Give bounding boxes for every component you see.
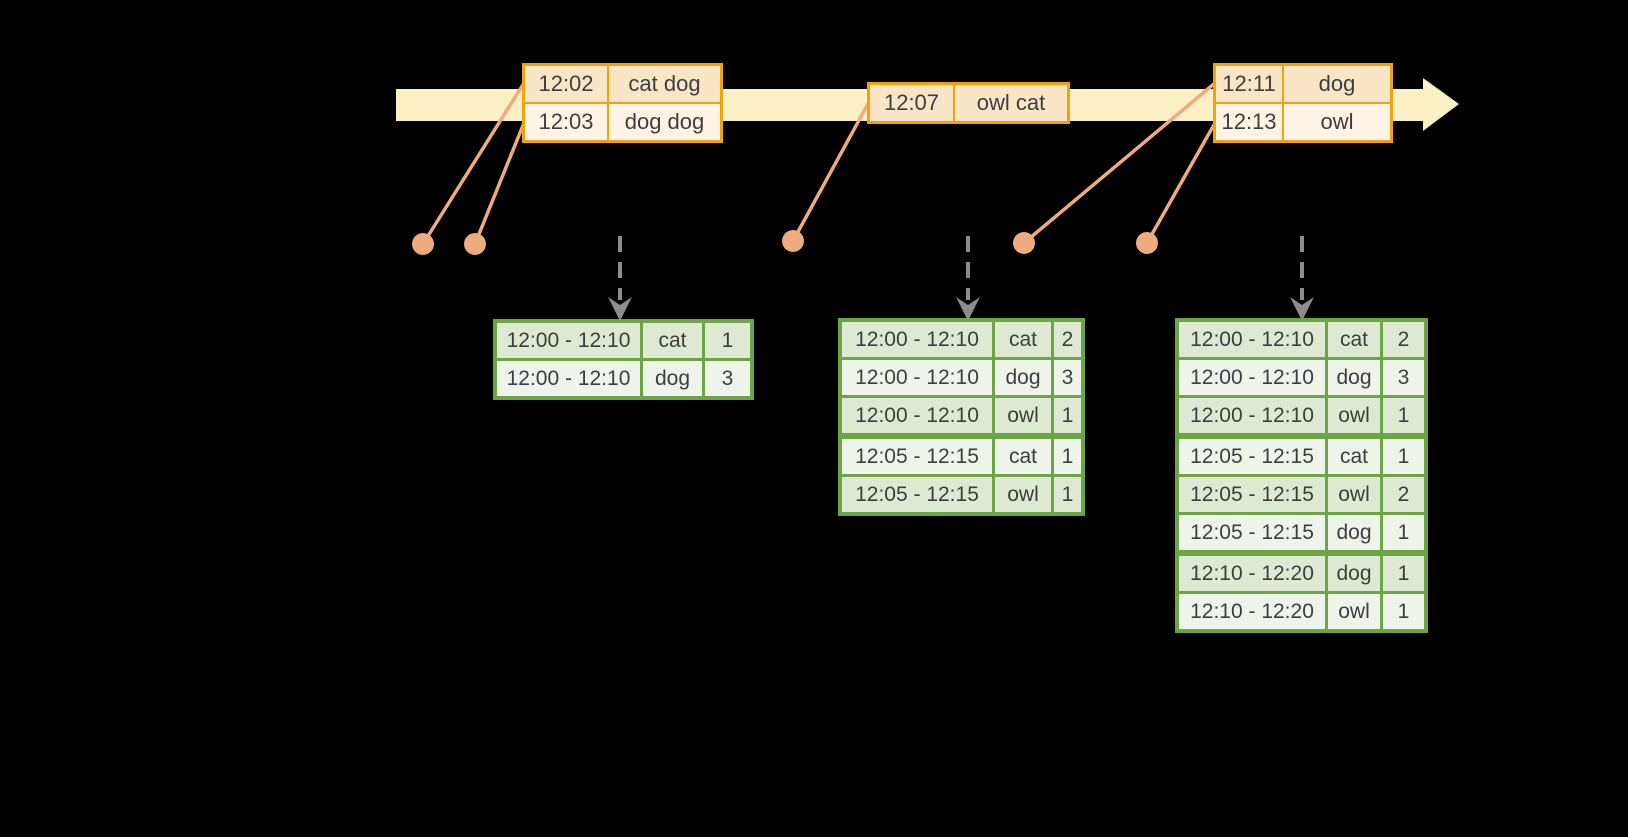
result-window-cell: 12:00 - 12:10 [506, 366, 631, 390]
event-row: 12:07 owl cat [870, 85, 1067, 121]
trigger-arrow-heads [608, 297, 1314, 321]
event-dot-1203 [464, 233, 486, 255]
result-word-cell: dog [1325, 556, 1380, 591]
event-words-cell: owl [1282, 104, 1390, 140]
event-time-cell: 12:13 [1221, 109, 1277, 134]
result-count-cell: 1 [1380, 594, 1424, 629]
connector-line-1202 [421, 82, 526, 245]
result-count-cell: 1 [1051, 398, 1081, 433]
result-window-cell: 12:00 - 12:10 [1190, 365, 1314, 389]
trigger-arrowhead-icon-3 [1290, 297, 1314, 321]
result-window-cell: 12:05 - 12:15 [1190, 444, 1314, 468]
result-count-cell: 2 [1380, 477, 1424, 512]
result-word-cell: dog [1325, 360, 1380, 395]
result-window-cell: 12:05 - 12:15 [855, 444, 979, 468]
event-dot-1213 [1136, 232, 1158, 254]
result-window-cell: 12:00 - 12:10 [1190, 327, 1314, 351]
result-window-cell: 12:00 - 12:10 [855, 403, 979, 427]
result-word-cell: dog [992, 360, 1051, 395]
trigger-arrow-lines [618, 236, 1304, 300]
event-words-cell: cat dog [607, 66, 720, 102]
event-dot-1202 [412, 233, 434, 255]
result-count-cell: 2 [1051, 322, 1081, 357]
result-window-cell: 12:05 - 12:15 [855, 482, 979, 506]
event-time-cell: 12:11 [1222, 71, 1276, 96]
result-word-cell: owl [992, 398, 1051, 433]
timeline-arrowhead-icon [1423, 78, 1459, 131]
event-dots [412, 230, 1158, 255]
result-count-cell: 1 [1380, 398, 1424, 433]
connector-line-1213 [1145, 122, 1217, 244]
result-count-cell: 1 [1051, 439, 1081, 474]
result-word-cell: owl [992, 477, 1051, 512]
event-words-cell: owl cat [953, 85, 1067, 121]
result-word-cell: dog [640, 361, 702, 396]
event-time-cell: 12:02 [538, 71, 594, 96]
trigger-arrowhead-icon-1 [608, 297, 632, 321]
trigger-arrowhead-icon-2 [956, 297, 980, 321]
event-dot-1211 [1013, 232, 1035, 254]
event-row: 12:02 cat dog [525, 66, 720, 102]
event-table-1: 12:02 cat dog 12:03 dog dog [522, 63, 723, 143]
event-connector-lines [421, 81, 1217, 245]
result-window-cell: 12:00 - 12:10 [855, 327, 979, 351]
result-window-cell: 12:10 - 12:20 [1190, 599, 1314, 623]
result-count-cell: 1 [702, 323, 750, 358]
connector-line-1207 [791, 101, 871, 242]
event-table-2: 12:07 owl cat [867, 82, 1070, 124]
result-word-cell: cat [1325, 439, 1380, 474]
event-words-cell: dog [1282, 66, 1390, 102]
connector-line-1211 [1022, 81, 1217, 245]
result-count-cell: 1 [1380, 515, 1424, 550]
event-row: 12:03 dog dog [525, 102, 720, 140]
result-window-cell: 12:00 - 12:10 [506, 328, 631, 352]
event-words-cell: dog dog [607, 104, 720, 140]
result-word-cell: owl [1325, 477, 1380, 512]
result-word-cell: owl [1325, 594, 1380, 629]
result-count-cell: 2 [1380, 322, 1424, 357]
result-count-cell: 3 [702, 361, 750, 396]
result-count-cell: 1 [1380, 556, 1424, 591]
result-count-cell: 3 [1380, 360, 1424, 395]
result-window-cell: 12:10 - 12:20 [1190, 561, 1314, 585]
result-word-cell: owl [1325, 398, 1380, 433]
result-word-cell: dog [1325, 515, 1380, 550]
result-window-cell: 12:00 - 12:10 [855, 365, 979, 389]
result-word-cell: cat [640, 323, 702, 358]
result-word-cell: cat [992, 439, 1051, 474]
result-count-cell: 3 [1051, 360, 1081, 395]
result-count-cell: 1 [1380, 439, 1424, 474]
result-word-cell: cat [1325, 322, 1380, 357]
event-time-cell: 12:07 [883, 90, 940, 115]
result-window-cell: 12:00 - 12:10 [1190, 403, 1314, 427]
connector-line-1203 [473, 122, 526, 245]
result-count-cell: 1 [1051, 477, 1081, 512]
result-word-cell: cat [992, 322, 1051, 357]
event-time-cell: 12:03 [538, 109, 594, 134]
result-window-cell: 12:05 - 12:15 [1190, 482, 1314, 506]
result-window-cell: 12:05 - 12:15 [1190, 520, 1314, 544]
event-dot-1207 [782, 230, 804, 252]
